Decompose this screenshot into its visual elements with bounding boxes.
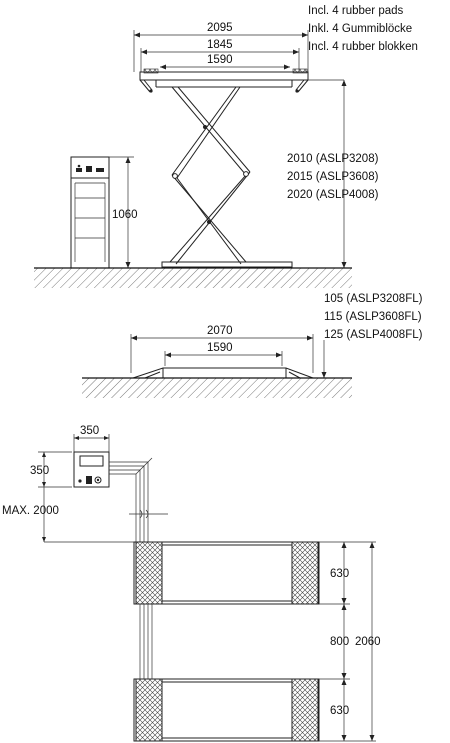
dim-line-max bbox=[42, 487, 46, 542]
dim-630-bottom: 630 bbox=[330, 705, 349, 717]
flush-mount-view: 105 (ASLP3208FL) 115 (ASLP3608FL) 125 (A… bbox=[82, 293, 423, 398]
dim-2060: 2060 bbox=[355, 636, 381, 648]
pad-lower-right bbox=[291, 678, 319, 742]
dim-1845: 1845 bbox=[207, 39, 233, 51]
dim-1060: 1060 bbox=[112, 209, 138, 221]
height-asl3208: 2010 (ASLP3208) bbox=[287, 153, 379, 165]
dim-line-flush-overall bbox=[130, 334, 314, 373]
flush-height-3208: 105 (ASLP3208FL) bbox=[324, 293, 423, 305]
dim-350-depth: 350 bbox=[30, 465, 49, 477]
dim-line-overall bbox=[133, 30, 309, 72]
pad-upper-right bbox=[291, 541, 319, 605]
rail-lower bbox=[133, 678, 320, 742]
pads-note-nl: Incl. 4 rubber blokken bbox=[308, 41, 418, 53]
dim-line-console bbox=[109, 156, 134, 268]
top-view: 350 350 MAX. 2000 bbox=[2, 425, 381, 742]
hydraulic-lines bbox=[109, 457, 168, 542]
pad-upper-left bbox=[135, 541, 163, 605]
dim-line-mid bbox=[140, 48, 300, 72]
rubber-pad-right bbox=[292, 68, 308, 74]
height-asl3608: 2015 (ASLP3608) bbox=[287, 171, 379, 183]
dim-2095: 2095 bbox=[207, 22, 233, 34]
rail-upper bbox=[133, 541, 320, 605]
dim-1590: 1590 bbox=[207, 54, 233, 66]
dim-350-width: 350 bbox=[80, 425, 99, 437]
control-console bbox=[70, 156, 110, 269]
dim-630-top: 630 bbox=[330, 568, 349, 580]
dim-line-platform bbox=[160, 64, 290, 70]
flush-height-4008: 125 (ASLP4008FL) bbox=[324, 329, 423, 341]
dim-lines-right bbox=[319, 541, 376, 742]
lift-platform bbox=[139, 68, 344, 93]
dim-2070: 2070 bbox=[207, 325, 233, 337]
dim-800: 800 bbox=[330, 636, 349, 648]
connecting-lines bbox=[139, 604, 153, 679]
side-view: Incl. 4 rubber pads Inkl. 4 Gummiblöcke … bbox=[34, 5, 418, 288]
console-top bbox=[73, 451, 110, 488]
dim-line-flush-platform bbox=[164, 351, 283, 366]
floor-side bbox=[34, 267, 352, 288]
flush-platform bbox=[132, 340, 327, 379]
height-asl4008: 2020 (ASLP4008) bbox=[287, 189, 379, 201]
scissor-mechanism bbox=[161, 86, 293, 268]
dim-max-2000: MAX. 2000 bbox=[2, 505, 59, 517]
dim-line-height bbox=[341, 80, 347, 268]
rubber-pad-left bbox=[143, 68, 159, 74]
dim-line-console-width bbox=[73, 434, 110, 452]
flush-height-3608: 115 (ASLP3608FL) bbox=[324, 311, 422, 323]
floor-flush bbox=[82, 377, 352, 398]
pads-note-en: Incl. 4 rubber pads bbox=[308, 5, 404, 17]
pad-lower-left bbox=[135, 678, 163, 742]
pads-note-de: Inkl. 4 Gummiblöcke bbox=[308, 23, 412, 35]
dim-1590-flush: 1590 bbox=[207, 342, 233, 354]
